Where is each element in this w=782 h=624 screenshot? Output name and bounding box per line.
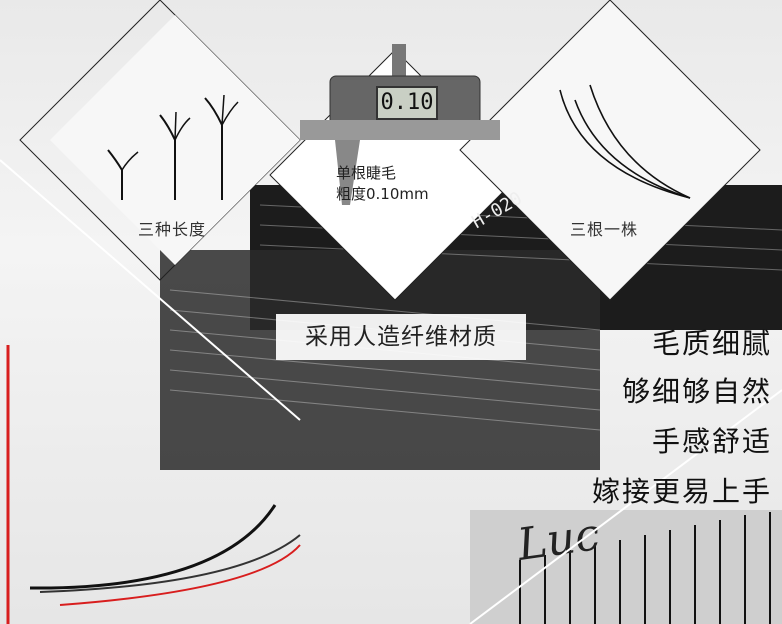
feature-4: 嫁接更易上手 xyxy=(591,475,772,508)
feature-2: 够细够自然 xyxy=(621,375,772,408)
diamond-right xyxy=(459,0,761,301)
digital-caliper xyxy=(300,44,500,205)
caliper-caption: 单根睫毛 粗度0.10mm xyxy=(336,163,429,205)
three-per-cluster-lash xyxy=(559,84,691,199)
caliper-caption-line1: 单根睫毛 xyxy=(336,164,397,182)
lash-swoosh xyxy=(29,504,301,606)
feature-1: 毛质细腻 xyxy=(651,327,772,360)
brand-script: Luc xyxy=(513,509,602,571)
caliper-display-reading: 0.10 xyxy=(376,86,438,120)
lash-tray-bottom xyxy=(470,510,782,624)
lash-tray-middle xyxy=(160,250,600,470)
three-per-cluster-label: 三根一株 xyxy=(570,220,639,239)
material-label: 采用人造纤维材质 xyxy=(276,314,526,360)
three-length-lashes xyxy=(107,94,239,200)
bottom-lash-row xyxy=(519,512,771,624)
three-lengths-label: 三种长度 xyxy=(138,220,207,239)
feature-3: 手感舒适 xyxy=(651,425,772,458)
caliper-caption-line2: 粗度0.10mm xyxy=(336,185,429,203)
diagonal-lines xyxy=(0,159,782,624)
